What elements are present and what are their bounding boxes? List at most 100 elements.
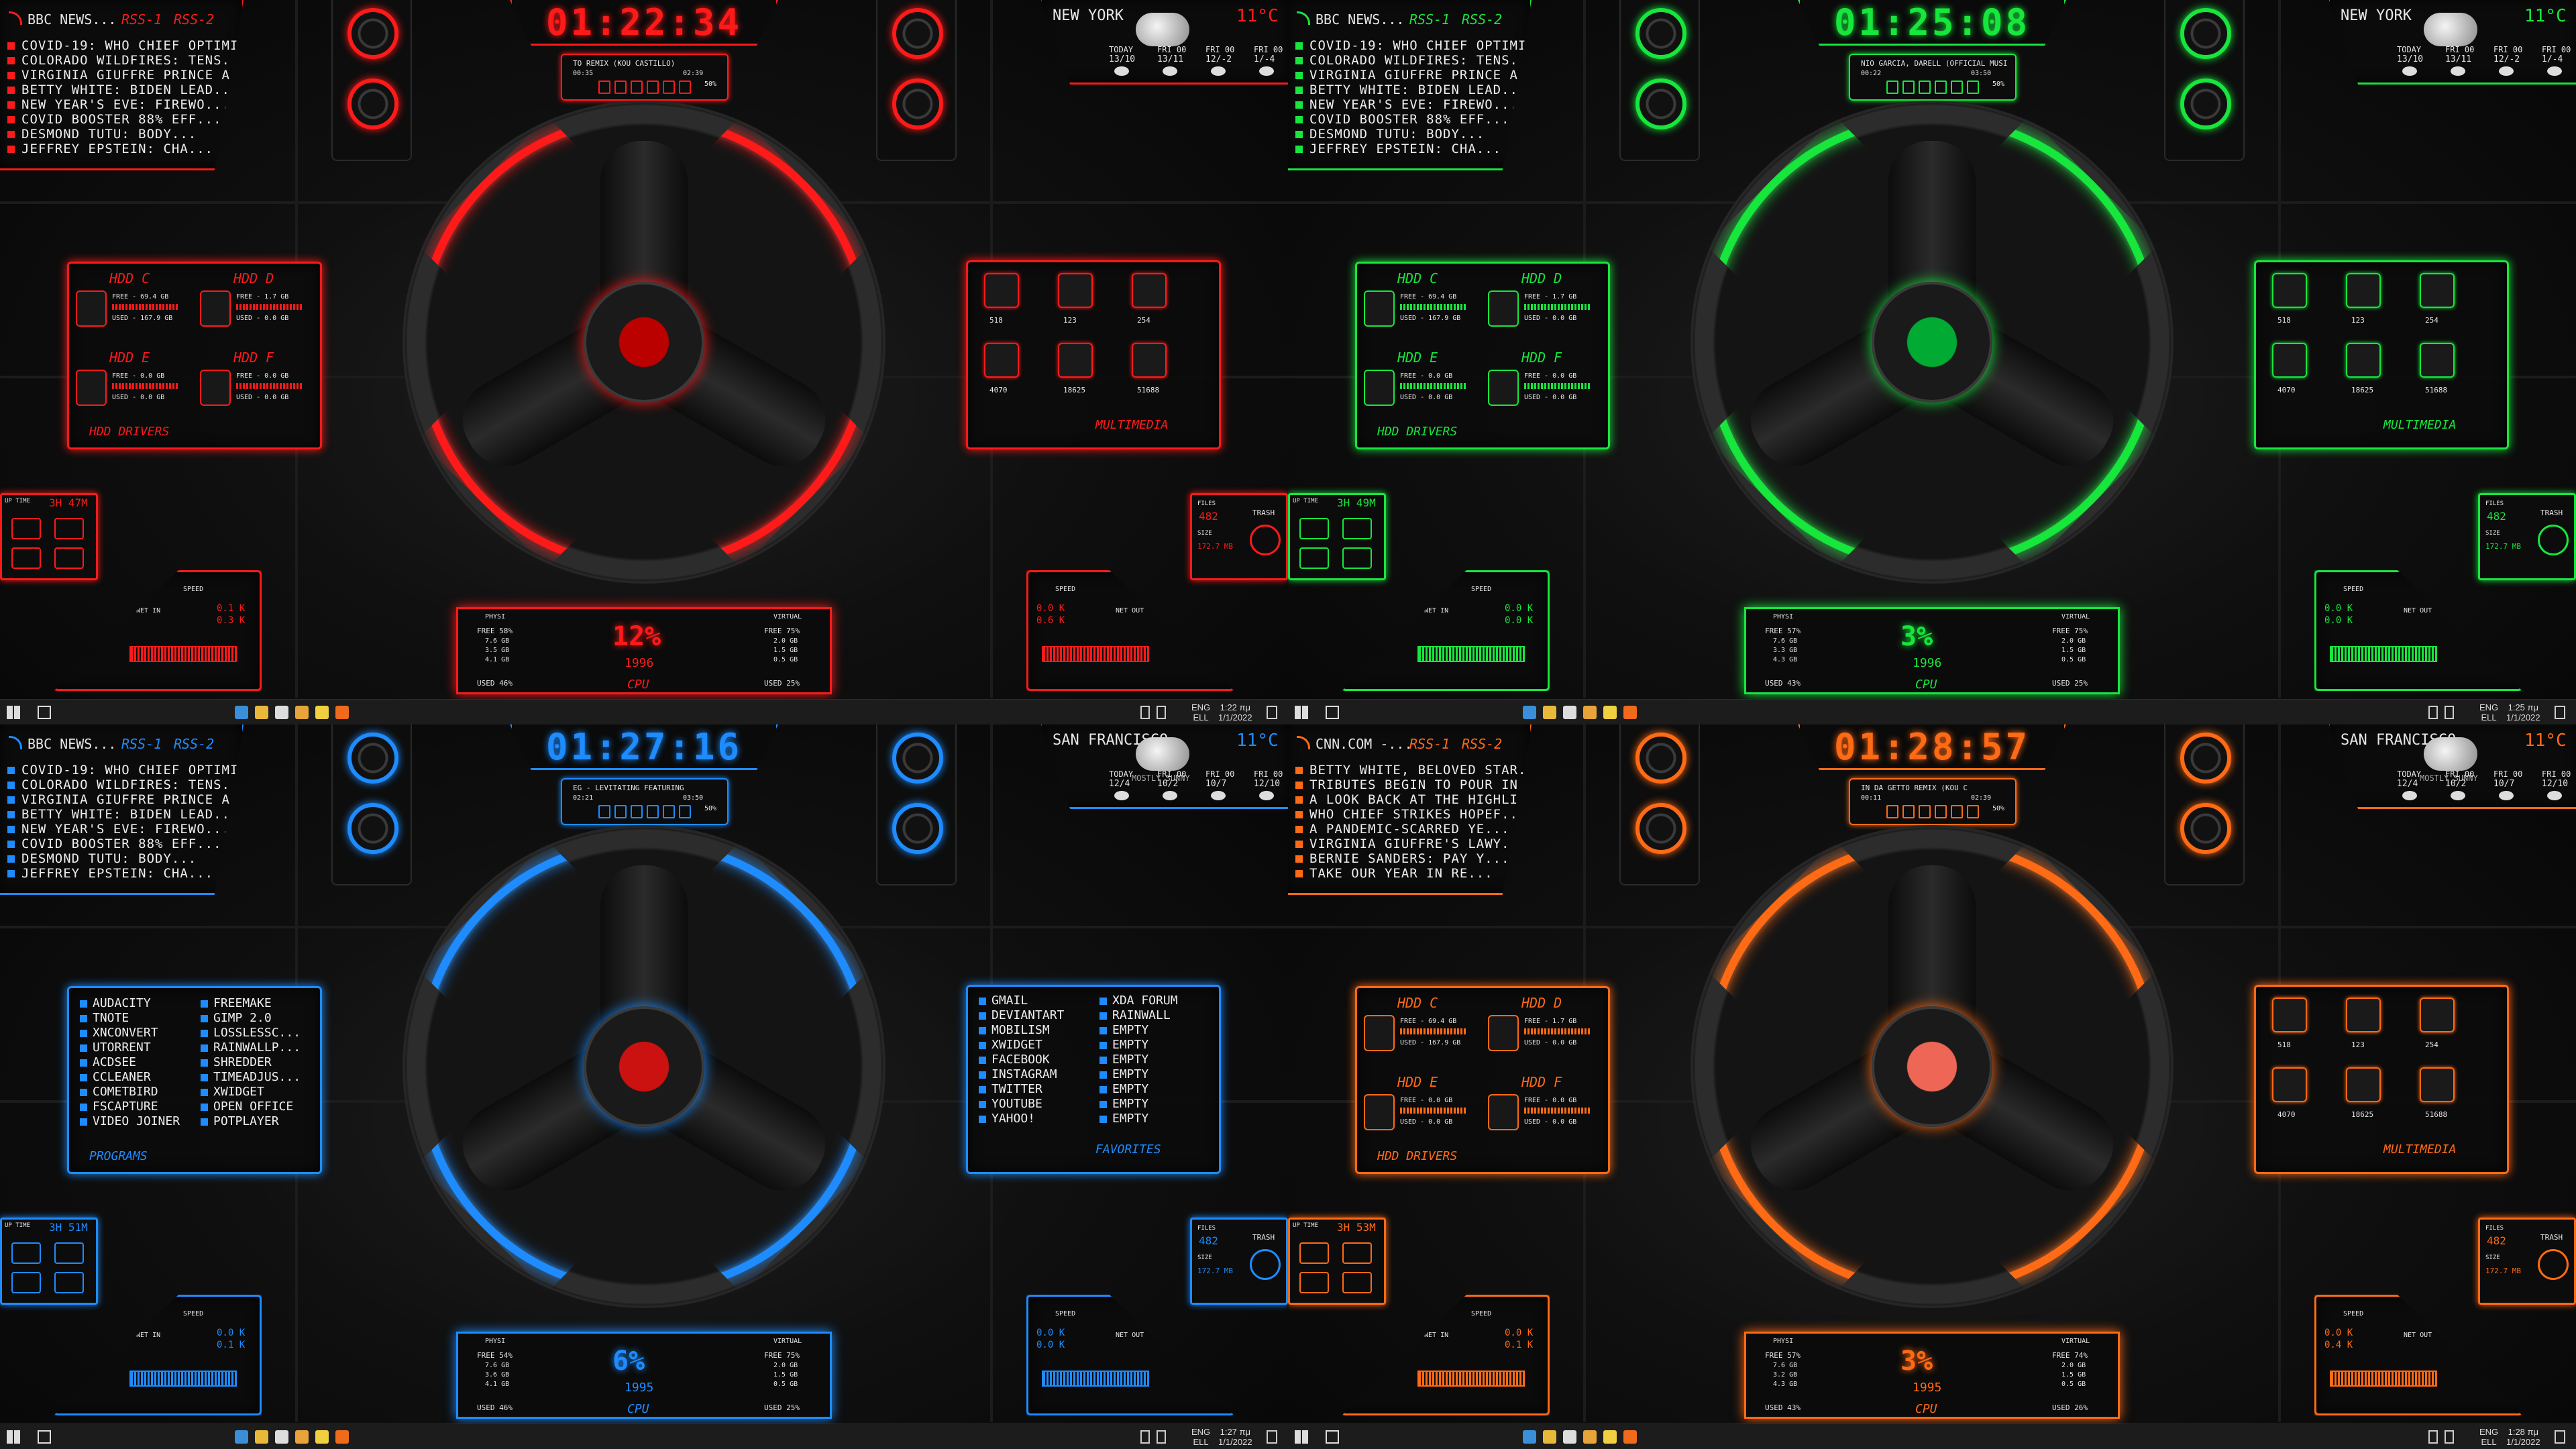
news-item[interactable]: VIRGINIA GIUFFRE PRINCE A... — [7, 68, 244, 83]
firefox-icon[interactable] — [335, 706, 349, 719]
task-view-icon[interactable] — [1326, 706, 1339, 719]
news-item[interactable]: COVID-19: WHO CHIEF OPTIMIST... — [1295, 38, 1532, 53]
lock-icon[interactable] — [1299, 1272, 1329, 1293]
favorite-link[interactable]: YAHOO! — [979, 1112, 1035, 1126]
archive-icon[interactable] — [295, 1430, 309, 1444]
lock-icon[interactable] — [11, 547, 41, 569]
program-link[interactable]: XNCONVERT — [80, 1026, 158, 1040]
forward-icon[interactable] — [663, 805, 675, 818]
news-item[interactable]: COLORADO WILDFIRES: TENS... — [7, 777, 244, 792]
favorite-link[interactable]: GMAIL — [979, 994, 1028, 1008]
program-link[interactable]: LOSSLESSC... — [201, 1026, 301, 1040]
document-icon[interactable] — [1563, 706, 1576, 719]
shutdown-icon[interactable] — [54, 1242, 84, 1264]
news-item[interactable]: JEFFREY EPSTEIN: CHA... — [7, 142, 213, 156]
folder-icon[interactable] — [255, 1430, 268, 1444]
logoff-icon[interactable] — [54, 1272, 84, 1293]
news-item[interactable]: NEW YEAR'S EVE: FIREWO... — [7, 822, 230, 837]
network-icon[interactable] — [1140, 706, 1150, 719]
rss1-button[interactable]: RSS-1 — [121, 736, 162, 752]
hdd-icon[interactable] — [76, 370, 107, 406]
program-link[interactable]: POTPLAYER — [201, 1114, 279, 1129]
news-item[interactable]: VIRGINIA GIUFFRE'S LAWY... — [1295, 837, 1526, 851]
news-item[interactable]: COLORADO WILDFIRES: TENS... — [7, 53, 244, 68]
folder-icon[interactable] — [1543, 706, 1556, 719]
news-item[interactable]: JEFFREY EPSTEIN: CHA... — [1295, 142, 1501, 156]
volume-icon[interactable] — [1157, 1430, 1166, 1444]
hdd-icon[interactable] — [200, 290, 231, 327]
notes-icon[interactable] — [315, 706, 329, 719]
notifications-icon[interactable] — [1267, 706, 1277, 719]
lock-icon[interactable] — [1299, 547, 1329, 569]
favorite-link[interactable]: INSTAGRAM — [979, 1067, 1057, 1082]
rss1-button[interactable]: RSS-1 — [121, 11, 162, 28]
document-icon[interactable] — [275, 706, 288, 719]
documents-icon[interactable] — [984, 343, 1019, 378]
video-icon[interactable] — [2420, 998, 2455, 1032]
rss2-button[interactable]: RSS-2 — [1462, 11, 1503, 28]
recycle-icon[interactable] — [1250, 1249, 1281, 1280]
rss1-button[interactable]: RSS-1 — [1409, 11, 1450, 28]
recycle-icon[interactable] — [2538, 525, 2569, 555]
program-link[interactable]: XWIDGET — [201, 1085, 264, 1099]
document-icon[interactable] — [275, 1430, 288, 1444]
news-item[interactable]: DESMOND TUTU: BODY... — [1295, 127, 1485, 142]
folder-icon[interactable] — [255, 706, 268, 719]
volume-icon[interactable] — [2445, 706, 2454, 719]
favorite-link[interactable]: EMPTY — [1099, 1023, 1148, 1038]
tray-chevron-icon[interactable] — [2415, 1430, 2424, 1444]
pictures-icon[interactable] — [2272, 998, 2307, 1032]
news-source[interactable]: CNN.COM -... — [1316, 736, 1413, 752]
prev-icon[interactable] — [1886, 80, 1898, 94]
pause-icon[interactable] — [1919, 805, 1931, 818]
favorite-link[interactable]: EMPTY — [1099, 1097, 1148, 1112]
document-icon[interactable] — [1563, 1430, 1576, 1444]
news-source[interactable]: BBC NEWS... — [28, 736, 117, 752]
network-icon[interactable] — [2428, 1430, 2438, 1444]
start-windows-icon[interactable] — [7, 706, 20, 719]
shutdown-icon[interactable] — [1342, 518, 1372, 539]
logoff-icon[interactable] — [1342, 547, 1372, 569]
news-item[interactable]: VIRGINIA GIUFFRE PRINCE A... — [7, 792, 244, 807]
pictures-icon[interactable] — [984, 273, 1019, 308]
news-source[interactable]: BBC NEWS... — [1316, 11, 1405, 28]
stop-icon[interactable] — [1935, 805, 1947, 818]
favorite-link[interactable]: EMPTY — [1099, 1053, 1148, 1067]
favorite-link[interactable]: EMPTY — [1099, 1038, 1148, 1053]
restart-icon[interactable] — [11, 518, 41, 539]
documents-icon[interactable] — [2272, 343, 2307, 378]
video-icon[interactable] — [2420, 273, 2455, 308]
news-item[interactable]: COLORADO WILDFIRES: TENS... — [1295, 53, 1532, 68]
notes-icon[interactable] — [315, 1430, 329, 1444]
news-source[interactable]: BBC NEWS... — [28, 11, 117, 28]
favorite-link[interactable]: FACEBOOK — [979, 1053, 1050, 1067]
prev-icon[interactable] — [598, 805, 610, 818]
program-link[interactable]: GIMP 2.0 — [201, 1011, 272, 1026]
music-icon[interactable] — [2346, 273, 2381, 308]
program-link[interactable]: TNOTE — [80, 1011, 129, 1026]
program-link[interactable]: FREEMAKE — [201, 996, 272, 1011]
shutdown-icon[interactable] — [1342, 1242, 1372, 1264]
stop-icon[interactable] — [647, 80, 659, 94]
hdd-icon[interactable] — [1488, 370, 1519, 406]
news-item[interactable]: NEW YEAR'S EVE: FIREWO... — [7, 97, 230, 112]
network-icon[interactable] — [2428, 706, 2438, 719]
favorite-link[interactable]: DEVIANTART — [979, 1008, 1064, 1023]
next-icon[interactable] — [679, 80, 691, 94]
task-view-icon[interactable] — [1326, 1430, 1339, 1444]
news-item[interactable]: COVID-19: WHO CHIEF OPTIMIST... — [7, 763, 244, 777]
next-icon[interactable] — [1967, 805, 1979, 818]
tray-chevron-icon[interactable] — [1127, 706, 1136, 719]
volume-icon[interactable] — [2445, 1430, 2454, 1444]
favorite-link[interactable]: MOBILISM — [979, 1023, 1050, 1038]
hdd-icon[interactable] — [76, 290, 107, 327]
news-item[interactable]: BETTY WHITE: BIDEN LEAD... — [7, 807, 238, 822]
next-icon[interactable] — [1967, 80, 1979, 94]
explorer-icon[interactable] — [235, 706, 248, 719]
favorite-link[interactable]: YOUTUBE — [979, 1097, 1042, 1112]
forward-icon[interactable] — [1951, 80, 1963, 94]
